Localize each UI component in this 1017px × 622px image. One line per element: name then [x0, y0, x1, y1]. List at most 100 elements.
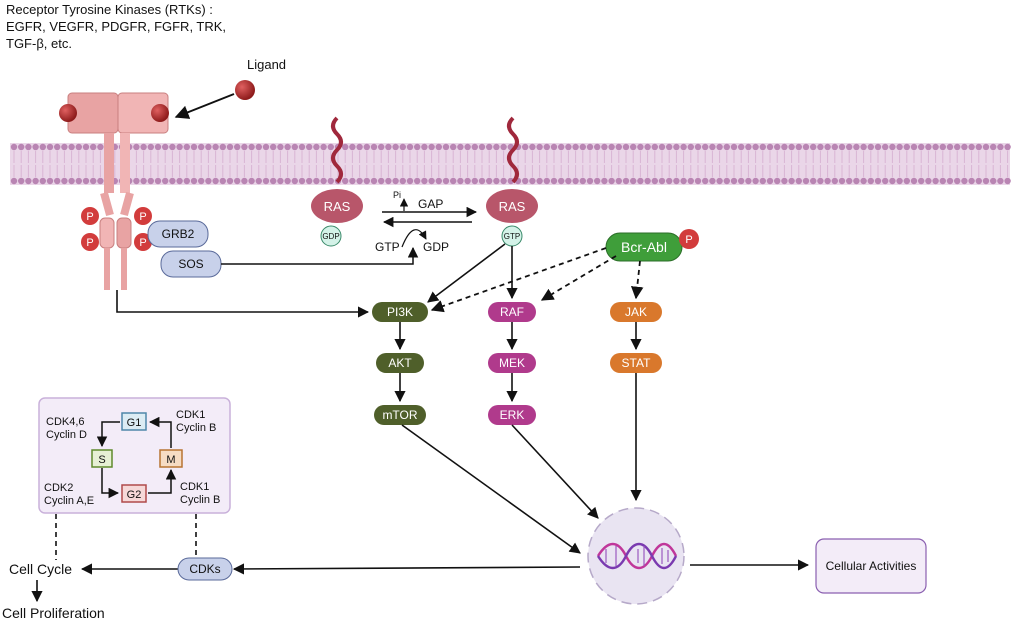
phase-s: S [91, 449, 113, 468]
membrane-lipid-head [342, 177, 349, 185]
membrane-lipid-head [579, 177, 586, 185]
bound-ligand-left [59, 104, 77, 122]
membrane-lipid-head [687, 143, 694, 151]
membrane-lipid-head [730, 177, 738, 185]
membrane-lipid-head [270, 143, 277, 151]
membrane-lipid-head [248, 177, 255, 185]
membrane-lipid-head [39, 177, 46, 185]
membrane-lipid-head [147, 143, 154, 151]
membrane-lipid-head [673, 143, 680, 151]
membrane-lipid-head [651, 143, 658, 151]
membrane-lipid-head [658, 177, 666, 185]
membrane-lipid-head [968, 143, 975, 151]
ligand-ball [235, 80, 255, 100]
membrane-lipid-head [802, 143, 810, 151]
membrane-lipid-head [219, 177, 226, 185]
membrane-lipid-head [867, 177, 874, 185]
membrane-lipid-head [637, 177, 644, 185]
phospho-badge: P [81, 207, 99, 225]
membrane-lipid-head [702, 177, 709, 185]
akt-node: AKT [376, 353, 424, 373]
pi3k-node: PI3K [372, 302, 428, 322]
membrane-lipid-head [54, 177, 61, 185]
membrane-lipid-head [442, 177, 450, 185]
membrane-lipid-head [234, 177, 241, 185]
svg-text:JAK: JAK [625, 305, 647, 319]
gdp-label: GDP [423, 240, 449, 254]
bcr-abl-node: Bcr-Abl P [605, 229, 699, 262]
membrane-lipid-head [651, 177, 658, 185]
membrane-lipid-head [18, 177, 25, 185]
membrane-lipid-head [154, 177, 162, 185]
membrane-lipid-head [97, 177, 104, 185]
membrane-lipid-head [190, 177, 198, 185]
membrane-lipid-head [176, 177, 183, 185]
membrane-lipid-head [486, 143, 493, 151]
membrane-lipid-head [817, 143, 824, 151]
membrane-lipid-head [860, 143, 867, 151]
membrane-lipid-head [774, 177, 781, 185]
panel-dashed-links [55, 514, 197, 560]
phase-m: M [159, 449, 183, 468]
membrane-lipid-head [457, 143, 464, 151]
svg-text:S: S [98, 454, 105, 466]
membrane-lipid-head [874, 177, 882, 185]
membrane-lipid-head [752, 143, 759, 151]
membrane-lipid-head [493, 177, 500, 185]
membrane-lipid-head [738, 177, 745, 185]
membrane-lipid-head [75, 143, 83, 151]
bound-ligand-right [151, 104, 169, 122]
cdk1-bottom-label: CDK1 [180, 481, 209, 493]
membrane-lipid-head [565, 177, 572, 185]
membrane-lipid-head [716, 177, 723, 185]
membrane-lipid-head [687, 177, 694, 185]
membrane-lipid-head [406, 177, 414, 185]
membrane-lipid-head [385, 143, 392, 151]
membrane-lipid-head [795, 177, 802, 185]
membrane-lipid-head [183, 143, 190, 151]
membrane-lipid-head [529, 143, 536, 151]
mtor-node: mTOR [374, 405, 426, 425]
ligand-free: Ligand [174, 57, 286, 119]
membrane-lipid-head [903, 177, 910, 185]
membrane-lipid-head [565, 143, 572, 151]
membrane-lipid-head [982, 177, 990, 185]
membrane-lipid-head [255, 177, 262, 185]
membrane-lipid-head [471, 143, 478, 151]
membrane-lipid-head [694, 143, 702, 151]
membrane-lipid-head [874, 143, 882, 151]
membrane-lipid-head [176, 143, 183, 151]
membrane-lipid-head [702, 143, 709, 151]
membrane-lipid-head [421, 143, 428, 151]
membrane-lipid-head [385, 177, 392, 185]
membrane-lipid-head [306, 177, 313, 185]
membrane-lipid-head [327, 143, 334, 151]
membrane-lipid-head [226, 177, 234, 185]
membrane-lipid-head [997, 143, 1004, 151]
membrane-lipid-head [846, 177, 853, 185]
membrane-lipid-head [500, 143, 507, 151]
membrane-lipid-head [277, 177, 284, 185]
membrane-lipid-head [356, 143, 363, 151]
nucleus [587, 507, 685, 605]
membrane-lipid-head [910, 143, 918, 151]
membrane-lipid-head [781, 143, 788, 151]
membrane-lipid-head [270, 177, 277, 185]
membrane-lipid-head [975, 177, 982, 185]
membrane-lipid-head [666, 177, 673, 185]
membrane-lipid-head [205, 177, 212, 185]
membrane-lipid-head [975, 143, 982, 151]
membrane-lipid-head [414, 143, 421, 151]
membrane-lipid-head [946, 143, 954, 151]
membrane-lipid-head [961, 143, 968, 151]
membrane-lipid-head [1004, 143, 1011, 151]
membrane-lipid-head [766, 143, 774, 151]
membrane-lipid-head [817, 177, 824, 185]
membrane-lipid-head [140, 143, 147, 151]
membrane-lipid-head [615, 143, 622, 151]
membrane-lipid-head [673, 177, 680, 185]
membrane-lipid-head [997, 177, 1004, 185]
phospho-badge: P [81, 233, 99, 251]
membrane-lipid-head [306, 143, 313, 151]
membrane-lipid-head [543, 143, 550, 151]
